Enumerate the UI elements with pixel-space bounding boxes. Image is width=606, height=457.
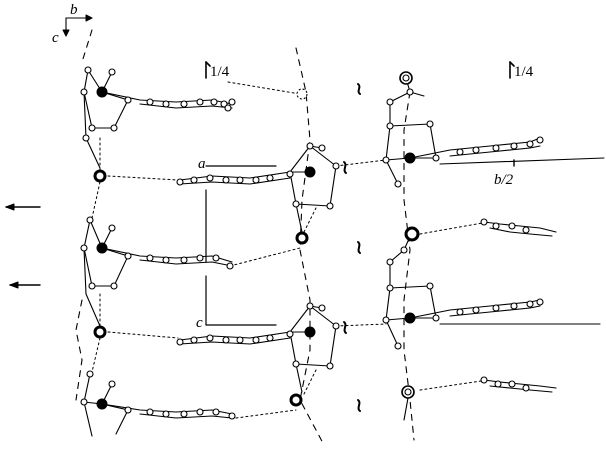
chain-axes [75, 29, 415, 446]
b-half-label: b/2 [494, 172, 514, 188]
screw-axis-symbols [343, 83, 361, 412]
unit-cell: a c [196, 156, 277, 331]
cell-label-a: a [198, 156, 206, 172]
axis-indicator: b c [52, 2, 93, 46]
axis-label-b: b [70, 2, 78, 18]
molecule-left-1 [80, 66, 236, 183]
molecule-right-1 [382, 71, 544, 188]
height-label-right: 1/4 [514, 64, 534, 80]
axis-label-c: c [52, 30, 59, 46]
molecule-right-2 [382, 226, 544, 350]
molecule-left-2 [80, 216, 234, 339]
cell-label-c: c [196, 315, 203, 331]
hydrogen-bonds [91, 81, 489, 419]
height-label-left: 1/4 [210, 64, 230, 80]
height-marker-left: 1/4 [205, 61, 230, 80]
molecule-middle-1 [176, 88, 340, 245]
molecule-right-3 [401, 385, 415, 421]
b-half-lines: b/2 [439, 157, 605, 325]
fragment-right-lower [480, 376, 557, 393]
height-marker-right: 1/4 [509, 61, 534, 80]
molecule-middle-2 [176, 302, 340, 407]
edge-arrows [5, 203, 41, 289]
fragment-right-upper [480, 218, 557, 237]
molecule-left-3 [80, 370, 236, 437]
